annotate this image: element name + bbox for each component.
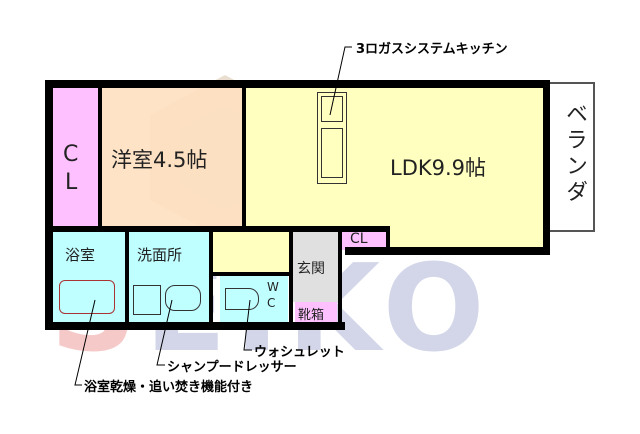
toilet-icon [225, 288, 259, 310]
ldk-room [245, 88, 543, 228]
sink-icon [321, 128, 343, 178]
floor-plan: C L 洋室4.5帖 LDK9.9帖 ベランダ 浴室 洗面所 W C 玄関 靴箱… [45, 80, 595, 330]
closet-left [53, 88, 98, 228]
toilet-label-w: W [267, 280, 279, 294]
shoe-box-label: 靴箱 [298, 308, 325, 323]
western-room [102, 88, 242, 228]
veranda [547, 82, 595, 232]
bathroom-label: 浴室 [65, 246, 96, 264]
callout-kitchen: 3ロガスシステムキッチン [356, 42, 508, 57]
wall-entrance-left [289, 232, 293, 322]
bathroom [53, 232, 125, 322]
wall-mid-horizontal [45, 226, 390, 232]
ldk-lower [390, 225, 543, 247]
toilet-label-c: C [267, 296, 276, 310]
bathtub-icon [59, 280, 115, 314]
closet-left-label-l: L [65, 170, 78, 195]
washbasin-icon [165, 285, 201, 311]
wall-entrance-right [338, 232, 342, 330]
closet-ldk [341, 230, 386, 250]
wall-wash-divider [209, 232, 213, 322]
ldk-label: LDK9.9帖 [390, 156, 487, 180]
entrance-label: 玄関 [297, 261, 325, 277]
toilet-room [220, 276, 288, 322]
washing-machine-space [133, 285, 161, 315]
wall-ldk-corner [386, 226, 390, 255]
closet-left-label-c: C [63, 142, 79, 167]
hallway [212, 232, 290, 272]
wall-top [45, 80, 550, 88]
closet-ldk-label: CL [350, 231, 368, 247]
entrance [293, 232, 338, 302]
shoe-box [295, 302, 337, 322]
wall-bath-divider [125, 232, 129, 322]
stove-icon [321, 96, 343, 122]
wall-right [543, 80, 550, 255]
veranda-label: ベランダ [562, 102, 587, 206]
wall-toilet-top [212, 272, 292, 276]
wall-left [45, 80, 53, 330]
callout-shampoo-dresser: シャンプードレッサー [167, 360, 297, 375]
wall-room-divider [242, 88, 246, 228]
western-room-label: 洋室4.5帖 [111, 148, 208, 172]
washroom-label: 洗面所 [137, 246, 183, 264]
wall-ldk-bottom [345, 247, 550, 255]
callout-bath-dryer: 浴室乾燥・追い焚き機能付き [84, 380, 254, 395]
wall-closet-divider [98, 88, 102, 228]
wall-bottom-left [45, 322, 345, 330]
callout-washlet: ウォシュレット [254, 345, 345, 360]
